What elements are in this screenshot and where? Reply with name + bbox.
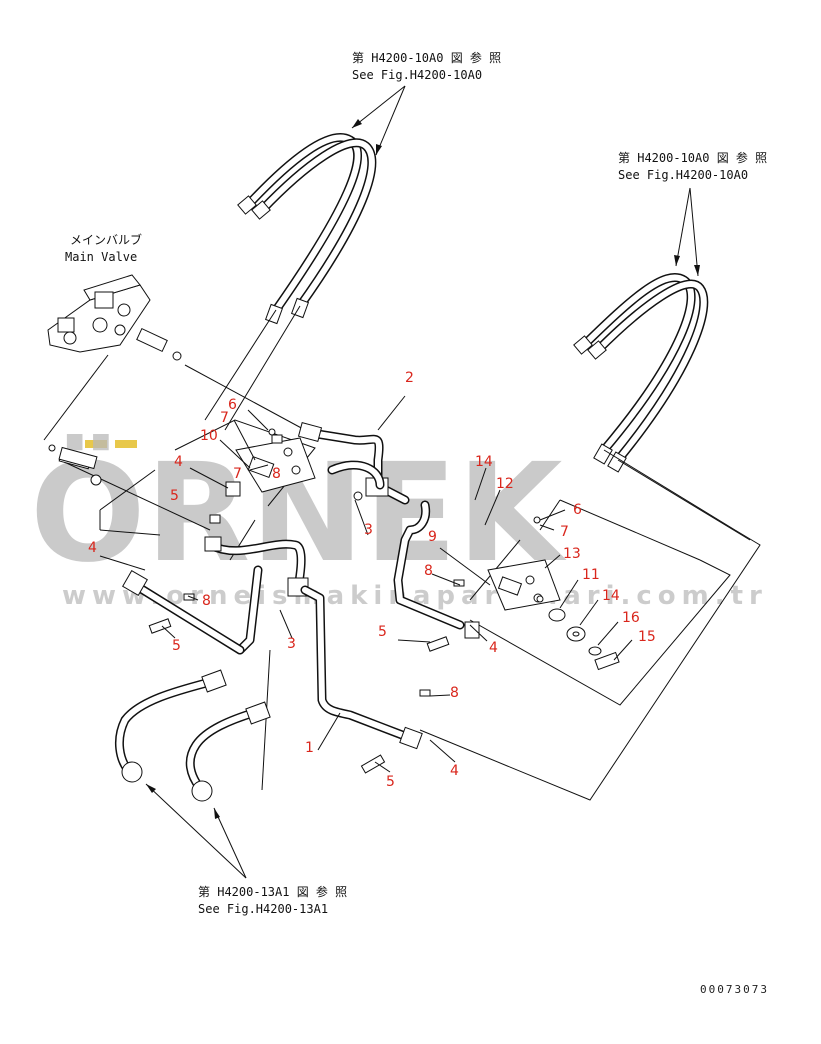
callouts: 2 6 7 10 4 7 8 5 3 4 8 5 3 14 12 6 7 9 1…	[88, 370, 656, 790]
ref-top-center-jp: 第 H4200-10A0 図 参 照	[352, 50, 501, 65]
watermark-accent-right	[115, 440, 137, 448]
hose-fitting	[607, 451, 627, 473]
callout-16: 16	[622, 610, 640, 626]
callout-8: 8	[424, 563, 433, 579]
pipe-1	[300, 585, 423, 750]
callout-3: 3	[287, 636, 296, 652]
ref-top-right: 第 H4200-10A0 図 参 照 See Fig.H4200-10A0	[618, 150, 767, 182]
callout-10: 10	[200, 428, 218, 444]
callout-4: 4	[489, 640, 498, 656]
small-parts	[48, 428, 620, 774]
watermark-accent-left	[85, 440, 107, 448]
callout-8: 8	[450, 685, 459, 701]
main-valve	[47, 274, 182, 361]
callout-11: 11	[582, 567, 600, 583]
pipe-3-upper	[327, 460, 465, 630]
ref-top-right-en: See Fig.H4200-10A0	[618, 168, 748, 182]
callout-14: 14	[475, 454, 493, 470]
ref-main-valve: メインバルブ Main Valve	[65, 232, 142, 264]
hose-loop-top-center	[237, 133, 377, 325]
callout-5: 5	[378, 624, 387, 640]
hose-fitting	[290, 297, 310, 319]
callout-2: 2	[405, 370, 414, 386]
callout-13: 13	[563, 546, 581, 562]
pipe-fitting	[297, 422, 323, 442]
hose-fitting	[573, 335, 593, 355]
ref-top-center-en: See Fig.H4200-10A0	[352, 68, 482, 82]
pipe-2	[297, 422, 410, 505]
callout-leaders	[99, 395, 633, 773]
callout-6: 6	[228, 397, 237, 413]
callout-9: 9	[428, 529, 437, 545]
leader-lines	[43, 305, 761, 801]
callout-3: 3	[364, 522, 373, 538]
callout-15: 15	[638, 629, 656, 645]
hose-fitting	[587, 340, 607, 360]
pipe-fitting	[399, 726, 423, 750]
lower-hoses	[114, 669, 271, 802]
callout-6: 6	[573, 502, 582, 518]
callout-7: 7	[233, 466, 242, 482]
hose-fitting	[593, 443, 613, 465]
pipe-fitting	[204, 536, 222, 552]
callout-12: 12	[496, 476, 514, 492]
hose-loop-top-right	[573, 273, 709, 473]
callout-5: 5	[170, 488, 179, 504]
callout-7: 7	[220, 410, 229, 426]
hose-elbow	[121, 761, 143, 783]
drawing-code: 00073073	[700, 983, 769, 996]
callout-4: 4	[88, 540, 97, 556]
callout-8: 8	[272, 466, 281, 482]
callout-7: 7	[560, 524, 569, 540]
hose-fitting	[201, 669, 227, 693]
reference-arrows	[145, 85, 700, 879]
callout-14: 14	[602, 588, 620, 604]
ref-main-valve-jp: メインバルブ	[70, 232, 142, 247]
ref-bottom: 第 H4200-13A1 図 参 照 See Fig.H4200-13A1	[198, 884, 347, 916]
callout-1: 1	[305, 740, 314, 756]
ref-bottom-en: See Fig.H4200-13A1	[198, 902, 328, 916]
ref-bottom-jp: 第 H4200-13A1 図 参 照	[198, 884, 347, 899]
callout-5: 5	[386, 774, 395, 790]
callout-4: 4	[450, 763, 459, 779]
ref-top-right-jp: 第 H4200-10A0 図 参 照	[618, 150, 767, 165]
hose-fitting	[245, 701, 271, 725]
pipe-left-assembly	[122, 536, 309, 655]
hose-elbow	[191, 780, 213, 802]
callout-8: 8	[202, 593, 211, 609]
pipe-fitting	[122, 570, 148, 596]
callout-5: 5	[172, 638, 181, 654]
ref-top-center: 第 H4200-10A0 図 参 照 See Fig.H4200-10A0	[352, 50, 501, 82]
callout-4: 4	[174, 454, 183, 470]
hose-fitting	[251, 200, 271, 220]
hose-fitting	[237, 195, 257, 215]
ref-main-valve-en: Main Valve	[65, 250, 137, 264]
